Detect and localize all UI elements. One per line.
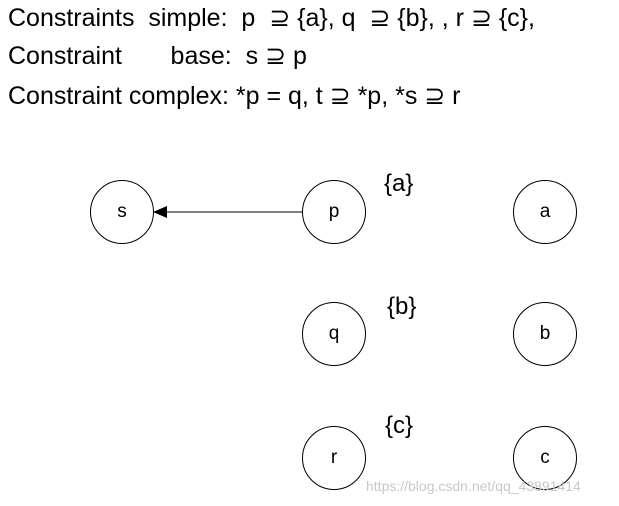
set-label-p: {a} xyxy=(384,170,414,197)
constraint-base-line: Constraint base: s ⊇ p xyxy=(8,42,307,70)
set-label-r: {c} xyxy=(385,412,414,439)
node-r-label: r xyxy=(330,447,338,468)
node-s-label: s xyxy=(117,201,127,222)
node-b-label: b xyxy=(539,323,551,344)
node-q-label: q xyxy=(328,323,340,344)
node-b: b xyxy=(513,302,577,366)
node-a: a xyxy=(513,180,577,244)
node-a-label: a xyxy=(539,201,551,222)
watermark: https://blog.csdn.net/qq_43891414 xyxy=(366,478,581,494)
node-p-label: p xyxy=(328,201,340,222)
node-c: c xyxy=(513,426,577,490)
node-r: r xyxy=(302,426,366,490)
constraint-simple-line: Constraints simple: p ⊇ {a}, q ⊇ {b}, , … xyxy=(8,4,535,32)
node-c-label: c xyxy=(540,447,550,468)
set-label-q: {b} xyxy=(387,293,417,320)
node-s: s xyxy=(90,180,154,244)
constraint-complex-line: Constraint complex: *p = q, t ⊇ *p, *s ⊇… xyxy=(8,82,461,110)
node-p: p xyxy=(302,180,366,244)
node-q: q xyxy=(302,302,366,366)
